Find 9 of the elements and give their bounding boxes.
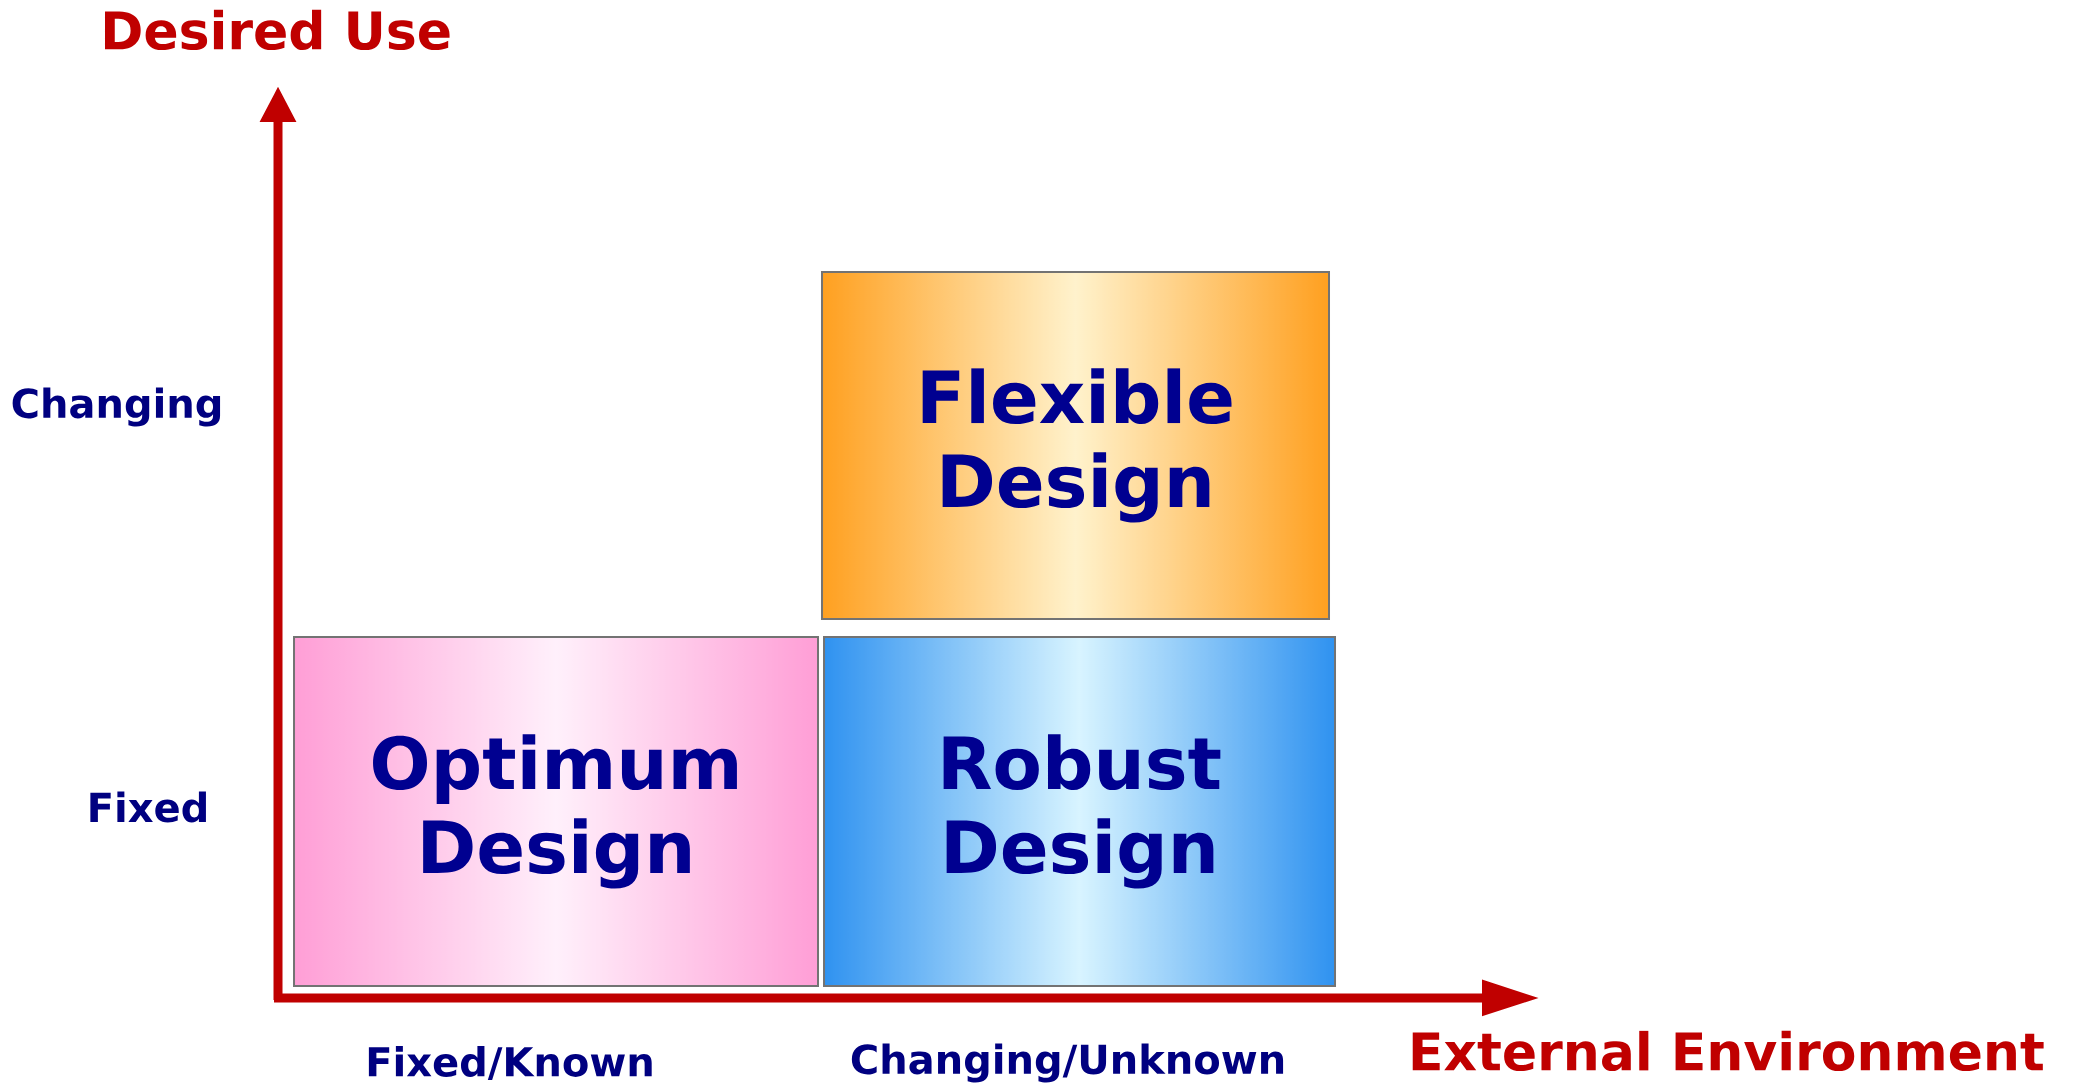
design-box: Robust Design [823,636,1336,987]
axis-label: Changing/Unknown [851,1043,1284,1083]
axis-label: Desired Use [105,9,450,51]
axis-label: Fixed/Known [368,1045,652,1081]
axis-label: Changing [12,387,221,427]
axis-label: External Environment [1412,1030,2044,1072]
design-box: Optimum Design [293,636,819,987]
design-box: Flexible Design [821,271,1330,620]
axis-label: Fixed [90,791,206,823]
